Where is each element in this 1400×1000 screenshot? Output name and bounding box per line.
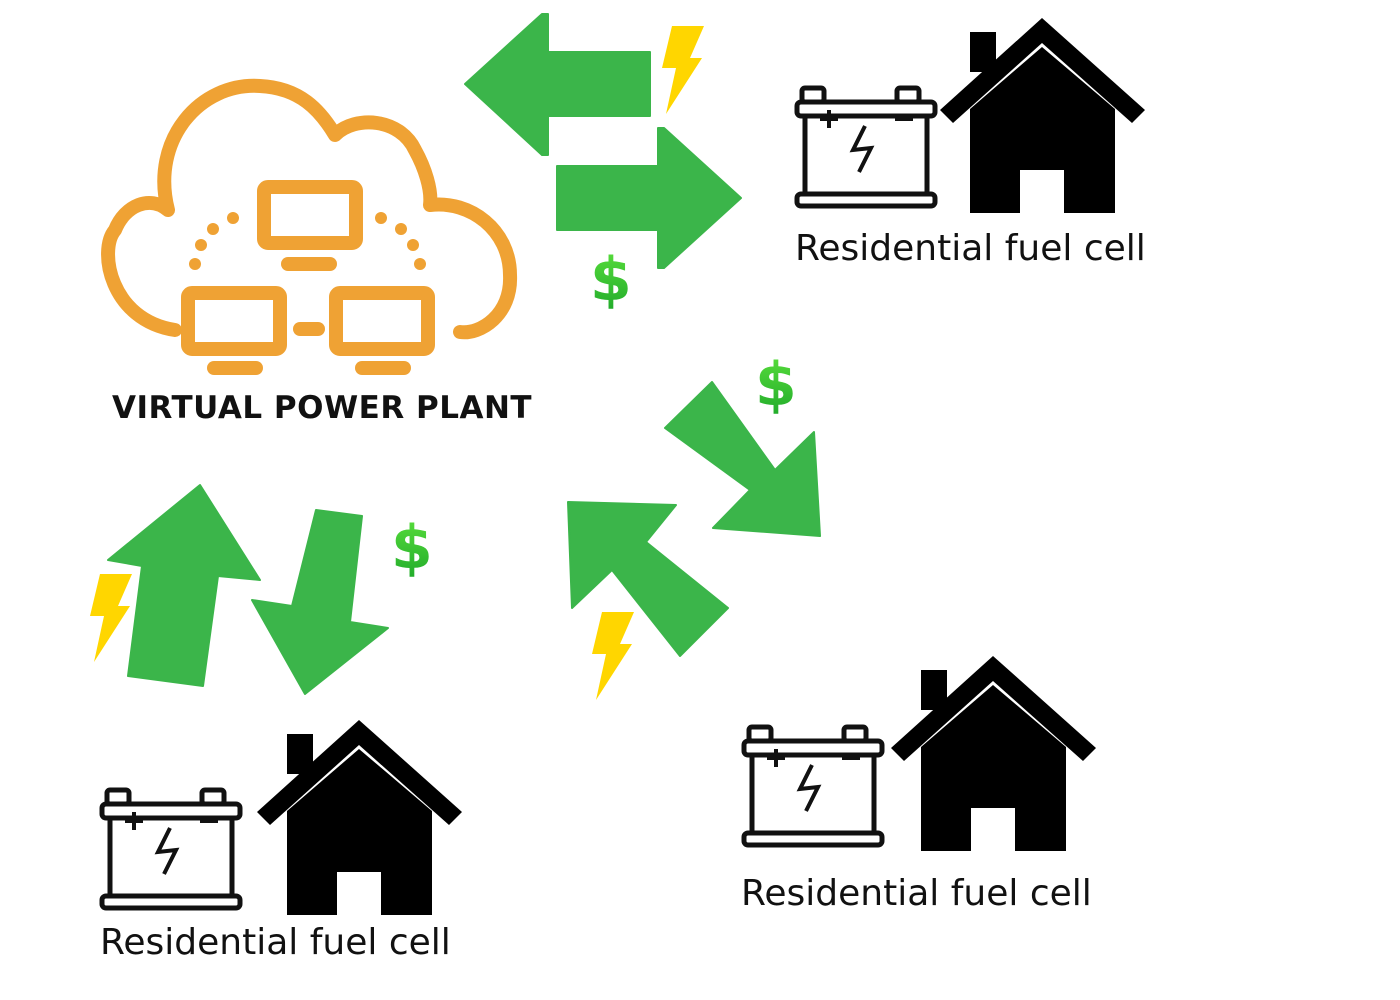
- lightning-bolt-icon: [662, 26, 704, 114]
- network-dots: [189, 212, 426, 270]
- house-icon: [891, 656, 1096, 851]
- house-group-bottom-right: [744, 656, 1096, 851]
- energy-arrow-to-vpp-bottom-left: [107, 484, 261, 687]
- house-icon: [257, 720, 462, 915]
- house-group-bottom-left: [102, 720, 462, 915]
- payment-arrow-to-house-bottom-left: [251, 509, 389, 695]
- house-caption-bottom-left: Residential fuel cell: [100, 922, 451, 963]
- dollar-icon: $: [755, 350, 797, 420]
- house-caption-top-right: Residential fuel cell: [795, 228, 1146, 269]
- lightning-bolt-icon: [90, 574, 132, 662]
- energy-arrow-to-vpp-top: [464, 13, 651, 156]
- payment-arrow-to-house-bottom-right: [664, 381, 821, 537]
- lightning-bolt-icon: [592, 612, 634, 700]
- battery-icon: [102, 790, 240, 908]
- vpp-title: VIRTUAL POWER PLANT: [112, 390, 533, 426]
- house-icon: [940, 18, 1145, 213]
- house-caption-bottom-right: Residential fuel cell: [741, 873, 1092, 914]
- battery-icon: [744, 727, 882, 845]
- cloud-network-icon: [101, 78, 518, 375]
- dollar-icon: $: [391, 513, 433, 583]
- energy-arrow-to-vpp-bottom-right: [567, 501, 729, 657]
- battery-icon: [797, 88, 935, 206]
- house-group-top-right: [797, 18, 1145, 213]
- dollar-icon: $: [590, 245, 632, 315]
- payment-arrow-to-house-top: [556, 127, 742, 269]
